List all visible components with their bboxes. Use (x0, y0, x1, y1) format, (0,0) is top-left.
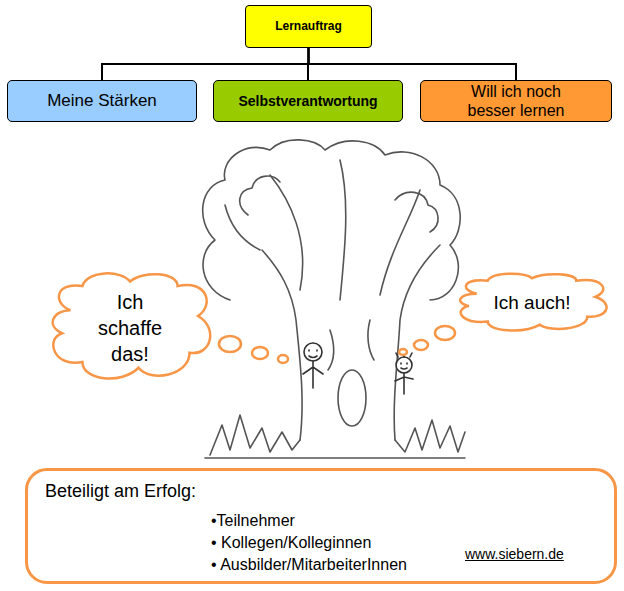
node-content: Lernauftrag (246, 6, 371, 47)
figure-body (395, 373, 413, 394)
tree-connector (309, 48, 517, 80)
cloud-shape (53, 273, 210, 378)
list-item: • Kollegen/Kolleginnen (211, 533, 371, 552)
tree-branch (380, 190, 420, 295)
node-content: Ich auch! (453, 272, 611, 334)
list-item: •Teilnehmer (211, 511, 295, 530)
category-box: Meine Stärken (7, 80, 197, 122)
bark-line (328, 330, 334, 370)
node-content: Beteiligt am Erfolg: •Teilnehmer • Kollege… (28, 471, 614, 581)
tree-sketch (203, 140, 465, 458)
thought-cloud: Ich auch! (453, 272, 611, 334)
figure-head (396, 357, 412, 373)
leaf-cluster (240, 176, 280, 215)
category-box: Will ich noch besser lernen (420, 80, 612, 122)
node-content: Selbstverantwortung (214, 81, 402, 121)
tree-canopy (203, 140, 461, 300)
tree-trunk (394, 245, 440, 440)
grass (210, 415, 465, 455)
node-label: Ich schaffe das! (91, 289, 169, 367)
node-label: Selbstverantwortung (238, 93, 377, 110)
ground-line (205, 457, 465, 459)
thought-cloud: Ich schaffe das! (45, 270, 215, 385)
node-label: Lernauftrag (275, 19, 342, 33)
node-label: Will ich noch besser lernen (451, 82, 581, 120)
bark-line (368, 320, 374, 360)
node-label: Ich auch! (493, 292, 570, 315)
figure-head (304, 343, 322, 361)
tree-branch (340, 160, 346, 300)
figure-body (303, 361, 323, 388)
thought-bubbles (219, 326, 455, 363)
cloud-shape (460, 274, 606, 331)
tree-connector (102, 48, 309, 80)
participants-box: Beteiligt am Erfolg: •Teilnehmer • Kollege… (25, 468, 617, 584)
thought-dot (252, 347, 268, 359)
thought-dot (414, 340, 428, 350)
thought-dot (399, 349, 407, 355)
thought-dot (219, 336, 241, 352)
box-heading: Beteiligt am Erfolg: (45, 481, 196, 503)
people-figures (303, 343, 413, 394)
watermark-url: www.siebern.de (465, 546, 564, 562)
list-item: • Ausbilder/MitarbeiterInnen (211, 555, 407, 574)
figure-face (309, 350, 317, 358)
tree-trunk (262, 250, 302, 440)
thought-dot (435, 326, 455, 340)
thought-dot (278, 355, 288, 363)
node-content: Meine Stärken (8, 81, 196, 121)
root-box: Lernauftrag (245, 5, 372, 48)
tree-branch (225, 205, 260, 250)
node-content: Will ich noch besser lernen (421, 81, 611, 121)
tree-hollow (338, 370, 366, 426)
node-content: Ich schaffe das! (45, 270, 215, 385)
tree-branch (270, 175, 303, 290)
category-box: Selbstverantwortung (213, 80, 403, 122)
node-label: Meine Stärken (47, 91, 157, 111)
